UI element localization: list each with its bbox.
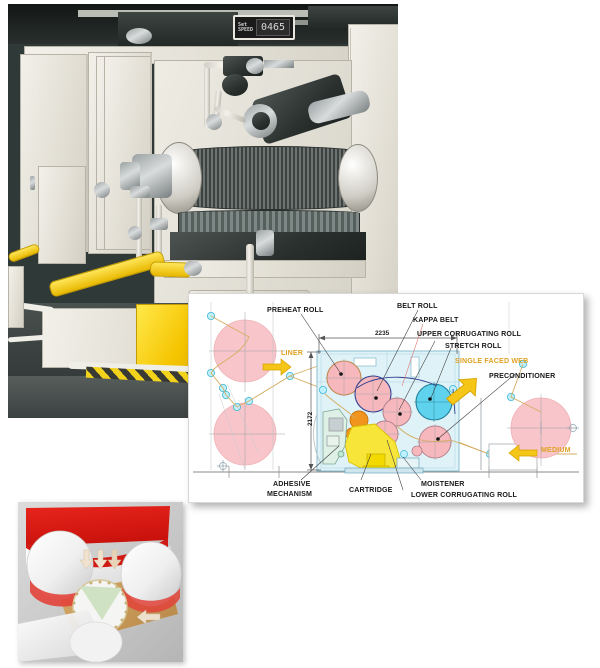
photo-door-handle — [30, 176, 35, 190]
speed-display-value: 0465 — [256, 19, 290, 36]
photo-left-edge-panel — [8, 266, 24, 328]
label-liner: LINER — [281, 349, 304, 357]
label-adhesive-mechanism-line1: ADHESIVE — [273, 480, 311, 488]
label-adhesive-mechanism-line2: MECHANISM — [267, 490, 313, 498]
label-moistener: MOISTENER — [421, 480, 465, 488]
label-upper-corrugating-roll: UPPER CORRUGATING ROLL — [417, 330, 522, 338]
label-lower-corrugating-roll: LOWER CORRUGATING ROLL — [411, 491, 518, 499]
label-preconditioner: PRECONDITIONER — [489, 372, 556, 380]
photo-valve-2 — [150, 218, 168, 230]
photo-base-valve — [256, 230, 274, 256]
photo-cabinet-door-3 — [104, 56, 152, 250]
label-belt-roll: BELT ROLL — [397, 302, 438, 310]
photo-ceiling-beam — [78, 10, 398, 17]
photo-interior-shaft — [264, 60, 294, 68]
photo-base-pipe — [246, 244, 254, 322]
speed-display-label-speed: SPEED — [238, 26, 254, 33]
corrugation-illustration — [18, 502, 183, 662]
photo-roll-shaft-end — [120, 162, 140, 190]
photo-corrugating-roll — [176, 146, 366, 210]
photo-arm-joint — [184, 260, 202, 276]
speed-display-panel: Set SPEED 0465 — [233, 15, 295, 40]
photo-corrugating-roll-flange-right — [338, 144, 378, 212]
photo-interior-bearing — [222, 74, 248, 96]
dimension-height-2172: 2172 — [307, 411, 314, 426]
label-kappa-belt: KAPPA BELT — [413, 316, 459, 324]
photo-valve-1 — [130, 186, 150, 198]
label-preheat-roll: PREHEAT ROLL — [267, 306, 324, 314]
diagram-drawing — [193, 302, 579, 491]
photo-cabinet-lower-door — [38, 166, 86, 264]
photo-interior-pipe-vertical — [204, 66, 210, 128]
photo-interior-pulley — [246, 58, 264, 74]
corrugation-illustration-svg — [18, 502, 183, 662]
label-cartridge: CARTRIDGE — [349, 486, 393, 494]
photo-upper-roll-hub — [252, 112, 270, 130]
label-stretch-roll: STRETCH ROLL — [445, 342, 502, 350]
label-medium: MEDIUM — [541, 446, 571, 454]
speed-display-label-set: Set — [238, 21, 248, 28]
photo-small-wheel — [206, 114, 222, 130]
photo-cabinet-seam-1 — [86, 54, 88, 252]
machine-photo: Set SPEED 0465 — [8, 4, 398, 418]
label-single-faced-web: SINGLE FACED WEB — [455, 357, 529, 365]
photo-handwheel-2 — [94, 182, 110, 198]
dimension-width-2235: 2235 — [375, 330, 390, 337]
single-facer-diagram-panel: PREHEAT ROLL BELT ROLL KAPPA BELT UPPER … — [188, 293, 584, 503]
photo-overhead-machinery-right — [308, 6, 398, 28]
photo-service-pipe-2 — [156, 204, 162, 262]
photo-overhead-wheel — [126, 28, 152, 44]
photo-handwheel-1 — [128, 226, 142, 240]
